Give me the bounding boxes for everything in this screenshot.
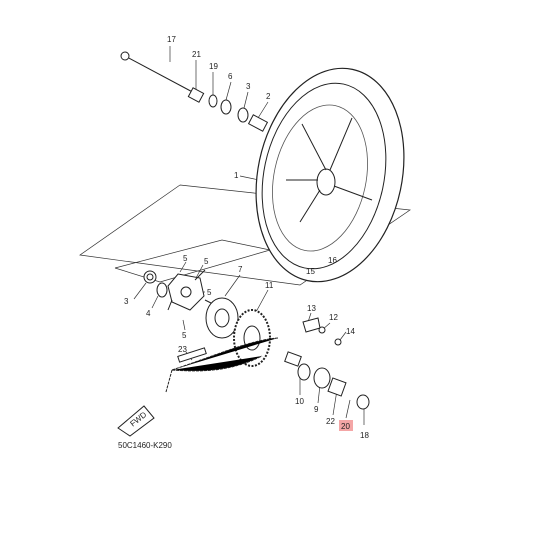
lower-left-parts: [143, 269, 216, 311]
callout-23: 23: [178, 345, 187, 354]
highlight-box: [339, 420, 353, 431]
callout-20: 20: [341, 422, 350, 431]
callout-10: 10: [295, 397, 304, 406]
callout-17: 17: [167, 35, 176, 44]
callout-3b: 3: [124, 297, 129, 306]
upper-hub-parts: [187, 87, 269, 132]
callout-15: 15: [306, 267, 315, 276]
callout-22: 22: [326, 417, 335, 426]
callout-6: 6: [228, 72, 233, 81]
fwd-arrow-icon: FWD: [117, 405, 155, 437]
diagram-code: 50C1460-K290: [118, 441, 172, 450]
chain: [165, 337, 279, 393]
callout-5a: 5: [183, 254, 188, 263]
callout-7: 7: [238, 265, 243, 274]
callout-12: 12: [329, 313, 338, 322]
callout-1: 1: [234, 171, 239, 180]
callout-9: 9: [314, 405, 319, 414]
callout-16: 16: [328, 256, 337, 265]
callout-18: 18: [360, 431, 369, 440]
sprocket-hub: [205, 297, 239, 339]
callout-19: 19: [209, 62, 218, 71]
callout-11: 11: [265, 281, 274, 290]
callout-5c: 5: [207, 288, 212, 297]
axle: [120, 51, 201, 97]
callout-2: 2: [266, 92, 271, 101]
callout-3: 3: [246, 82, 251, 91]
callout-21: 21: [192, 50, 201, 59]
callout-5b: 5: [204, 257, 209, 266]
callout-4: 4: [146, 309, 151, 318]
callout-labels: 17 21 19 6 3 2 1 15 16 5 5 5 5 3 4 7 11 …: [118, 35, 369, 450]
callout-14: 14: [346, 327, 355, 336]
callout-5d: 5: [182, 331, 187, 340]
rear-wheel: [255, 67, 405, 283]
right-axle-parts: [284, 317, 370, 410]
callout-13: 13: [307, 304, 316, 313]
